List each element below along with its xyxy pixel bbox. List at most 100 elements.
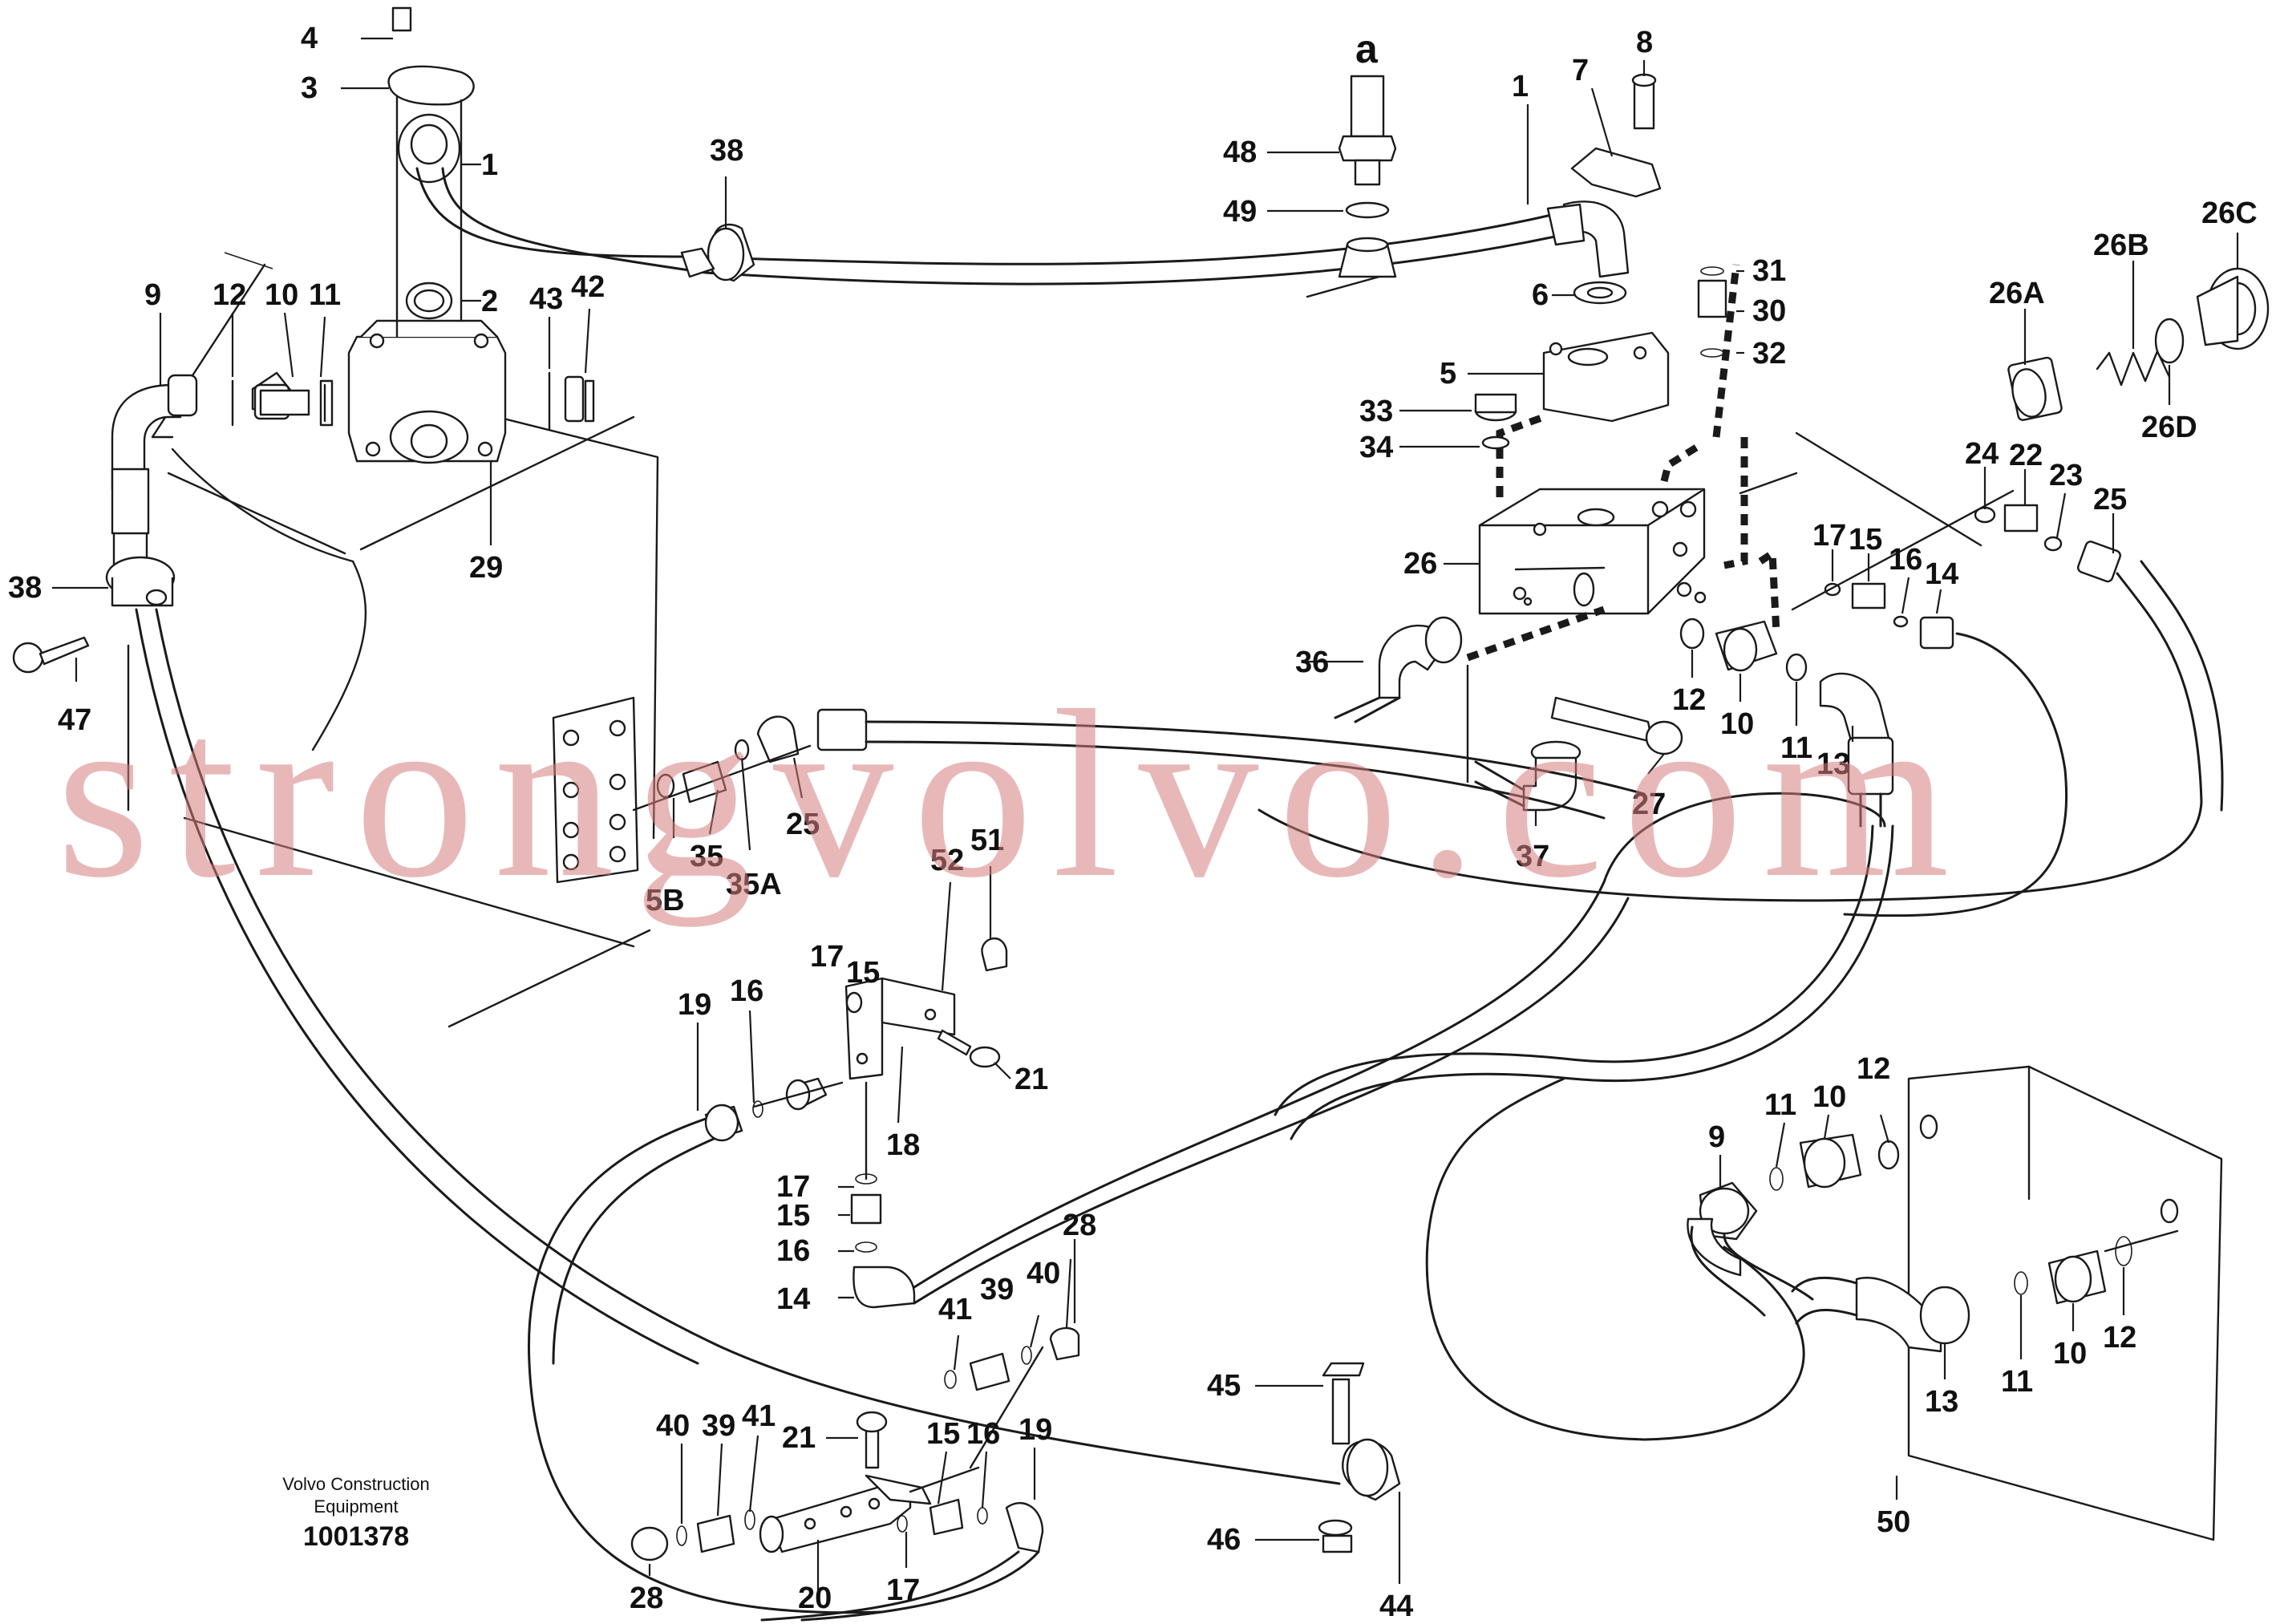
callout-24: 24 — [1965, 437, 1999, 471]
callout-17-bottom: 17 — [886, 1573, 920, 1607]
callout-38-top: 38 — [710, 134, 743, 168]
callout-11-cooler: 11 — [1764, 1088, 1796, 1122]
callout-13-block: 13 — [1816, 747, 1850, 781]
callout-28-right: 28 — [1063, 1209, 1096, 1242]
callout-16-block: 16 — [1889, 543, 1922, 577]
callout-19-top: 19 — [678, 988, 711, 1022]
callout-27: 27 — [1632, 788, 1666, 821]
callout-43: 43 — [529, 282, 563, 316]
callout-40-right: 40 — [1027, 1257, 1060, 1290]
callout-44: 44 — [1379, 1590, 1413, 1623]
callout-26: 26 — [1403, 547, 1437, 581]
oil-cooler — [1425, 1065, 2223, 1541]
adapter-top-center — [1306, 75, 1397, 298]
callout-4: 4 — [301, 22, 318, 55]
callout-45: 45 — [1207, 1369, 1241, 1403]
callout-36: 36 — [1295, 646, 1329, 679]
callout-40-left: 40 — [656, 1409, 690, 1443]
callout-16-top: 16 — [730, 974, 763, 1008]
callout-39-right: 39 — [980, 1273, 1014, 1306]
callout-16-bottom: 16 — [966, 1417, 1000, 1451]
callout-10-cooler: 10 — [1812, 1080, 1846, 1114]
callout-9-cooler: 9 — [1708, 1120, 1725, 1154]
callout-42: 42 — [571, 270, 605, 304]
callout-34: 34 — [1359, 431, 1393, 464]
drawing-number: 1001378 — [302, 1521, 410, 1552]
callout-22: 22 — [2009, 439, 2043, 472]
callout-35A: 35A — [726, 868, 782, 901]
valve-block — [1478, 488, 1707, 615]
callout-labels: 4 3 1 2 9 12 10 11 43 42 29 38 47 38 a 4… — [8, 22, 2258, 1623]
callout-17-manifold: 17 — [810, 940, 844, 974]
callout-6: 6 — [1532, 278, 1549, 312]
callout-14-block: 14 — [1925, 557, 1958, 591]
callout-35B: 5B — [646, 884, 685, 917]
elbow-hose-top-left — [111, 374, 198, 579]
callout-26C: 26C — [2201, 196, 2258, 230]
callout-26A: 26A — [1989, 277, 2045, 310]
filter-side-fittings — [231, 371, 595, 431]
callout-18: 18 — [886, 1128, 920, 1162]
block-left-hoses — [1334, 616, 1683, 812]
callout-15-low: 15 — [776, 1199, 810, 1233]
mounting-plate-left — [552, 696, 1646, 884]
callout-1-right: 1 — [1512, 70, 1529, 103]
manifold-left-fittings — [527, 1077, 884, 1614]
callout-32: 32 — [1752, 337, 1786, 371]
callout-41-right: 41 — [938, 1293, 972, 1326]
callout-47: 47 — [58, 703, 91, 737]
callout-26B: 26B — [2093, 229, 2149, 262]
callout-29: 29 — [469, 551, 503, 585]
callout-23: 23 — [2049, 459, 2083, 492]
callout-52: 52 — [930, 844, 964, 877]
callout-38-left: 38 — [8, 571, 42, 605]
valve-block-front-fittings — [1679, 618, 1894, 828]
flange-assembly — [1542, 73, 1670, 423]
callout-48: 48 — [1223, 136, 1257, 169]
callout-11-block: 11 — [1780, 731, 1812, 765]
callout-3: 3 — [301, 71, 318, 105]
callout-12-block: 12 — [1672, 683, 1706, 717]
brand-line-2: Equipment — [314, 1496, 399, 1517]
callout-11-cooler-low: 11 — [2001, 1365, 2033, 1399]
callout-9: 9 — [144, 278, 161, 312]
service-lines-dashed — [1466, 264, 1780, 662]
callout-10-block: 10 — [1720, 707, 1754, 741]
callout-1: 1 — [481, 148, 498, 182]
callout-15-manifold: 15 — [846, 956, 880, 990]
callout-14-low: 14 — [776, 1282, 810, 1316]
callout-17-block: 17 — [1812, 519, 1846, 553]
callout-21-bottom: 21 — [782, 1421, 816, 1455]
callout-25-right: 25 — [2093, 483, 2127, 516]
manifold-center — [844, 792, 1886, 1309]
callout-33: 33 — [1359, 395, 1393, 428]
callout-7: 7 — [1572, 54, 1589, 87]
filter-cover-stack — [387, 6, 475, 338]
check-valve-parts — [2007, 267, 2270, 421]
callout-50: 50 — [1877, 1505, 1910, 1539]
callout-a: a — [1355, 26, 1379, 71]
callout-15-bottom: 15 — [926, 1417, 960, 1451]
manifold-bottom-fittings — [630, 1326, 1080, 1622]
callout-10-cooler-low: 10 — [2053, 1337, 2087, 1371]
callout-13-cooler: 13 — [1925, 1385, 1958, 1419]
hose-filter-to-block — [415, 167, 1630, 286]
callout-51: 51 — [970, 824, 1004, 857]
callout-25-left: 25 — [786, 808, 820, 841]
sensor-plug-parts — [1474, 266, 1727, 450]
callout-2: 2 — [481, 285, 498, 318]
callout-49: 49 — [1223, 195, 1257, 229]
callout-11: 11 — [309, 278, 341, 312]
callout-12: 12 — [213, 278, 246, 312]
manifold-bottom — [759, 1411, 980, 1553]
callout-10: 10 — [265, 278, 298, 312]
callout-17-low: 17 — [776, 1170, 810, 1204]
return-hose-loop — [135, 608, 1341, 1485]
callout-41-left: 41 — [742, 1399, 776, 1433]
hydraulic-tank-outline — [127, 252, 659, 1028]
return-filter-assembly — [347, 319, 507, 464]
callout-31: 31 — [1752, 254, 1786, 288]
brand-line-1: Volvo Construction — [282, 1474, 430, 1494]
clamp-left — [12, 556, 176, 674]
